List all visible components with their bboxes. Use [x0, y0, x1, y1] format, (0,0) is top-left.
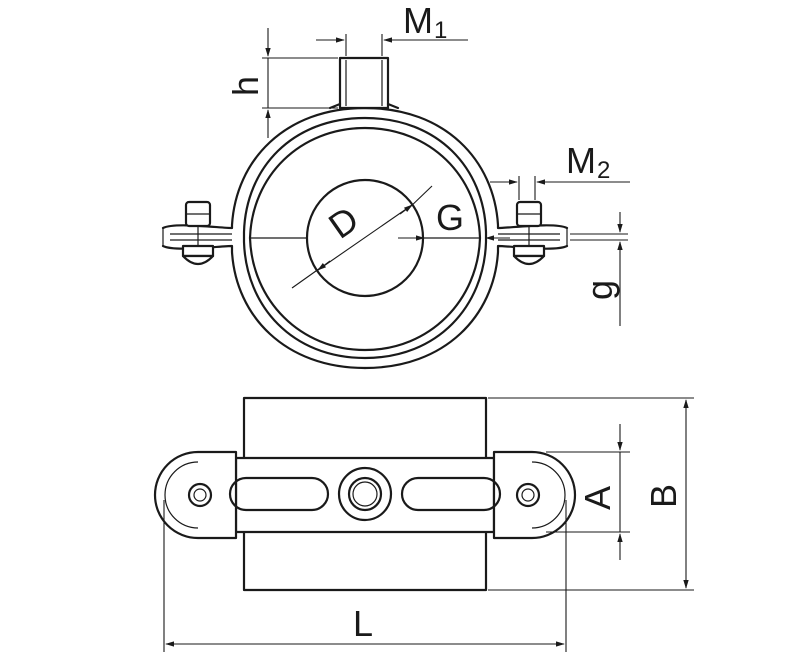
screw-hole-left-inner: [193, 488, 207, 502]
rubber-insert: [248, 126, 482, 352]
dim-d: [291, 185, 433, 289]
dim-a: [546, 424, 630, 560]
label-b: B: [643, 484, 684, 508]
label-m1-sub: 1: [434, 17, 447, 44]
dim-h: [262, 28, 338, 138]
flange-edge-left: [164, 461, 199, 529]
screw-hole-right: [515, 482, 541, 508]
flange-edge-right: [531, 461, 566, 529]
center-boss-inner: [347, 476, 383, 512]
flange-right: [498, 228, 568, 246]
left-screw: [181, 200, 215, 266]
screw-hole-right-inner: [521, 488, 535, 502]
label-m1: M: [403, 0, 433, 41]
center-boss-thread: [352, 481, 378, 507]
screw-hole-left: [187, 482, 213, 508]
dim-b: [488, 397, 694, 591]
right-screw: [512, 200, 546, 266]
label-d: D: [321, 198, 366, 246]
label-a: A: [577, 486, 618, 510]
front-view: M 1 h D G: [161, 0, 630, 370]
side-view: A B L: [153, 396, 694, 652]
threaded-boss: [338, 56, 390, 110]
boss-weld: [328, 102, 400, 110]
slot-right: [400, 476, 502, 512]
label-l: L: [353, 603, 373, 644]
dim-m1: [316, 34, 468, 56]
label-g-upper: G: [436, 197, 464, 238]
label-h: h: [225, 76, 266, 96]
dim-g-lower: [570, 212, 628, 326]
label-m2-sub: 2: [597, 157, 610, 184]
slot-left: [228, 476, 330, 512]
center-boss-outer: [337, 466, 393, 522]
clamp-band-inner: [242, 116, 488, 360]
dim-l: [163, 500, 567, 652]
dim-m2: [490, 176, 630, 200]
flange-left: [162, 228, 232, 246]
label-g-lower: g: [579, 280, 620, 300]
label-m2: M: [566, 140, 596, 181]
